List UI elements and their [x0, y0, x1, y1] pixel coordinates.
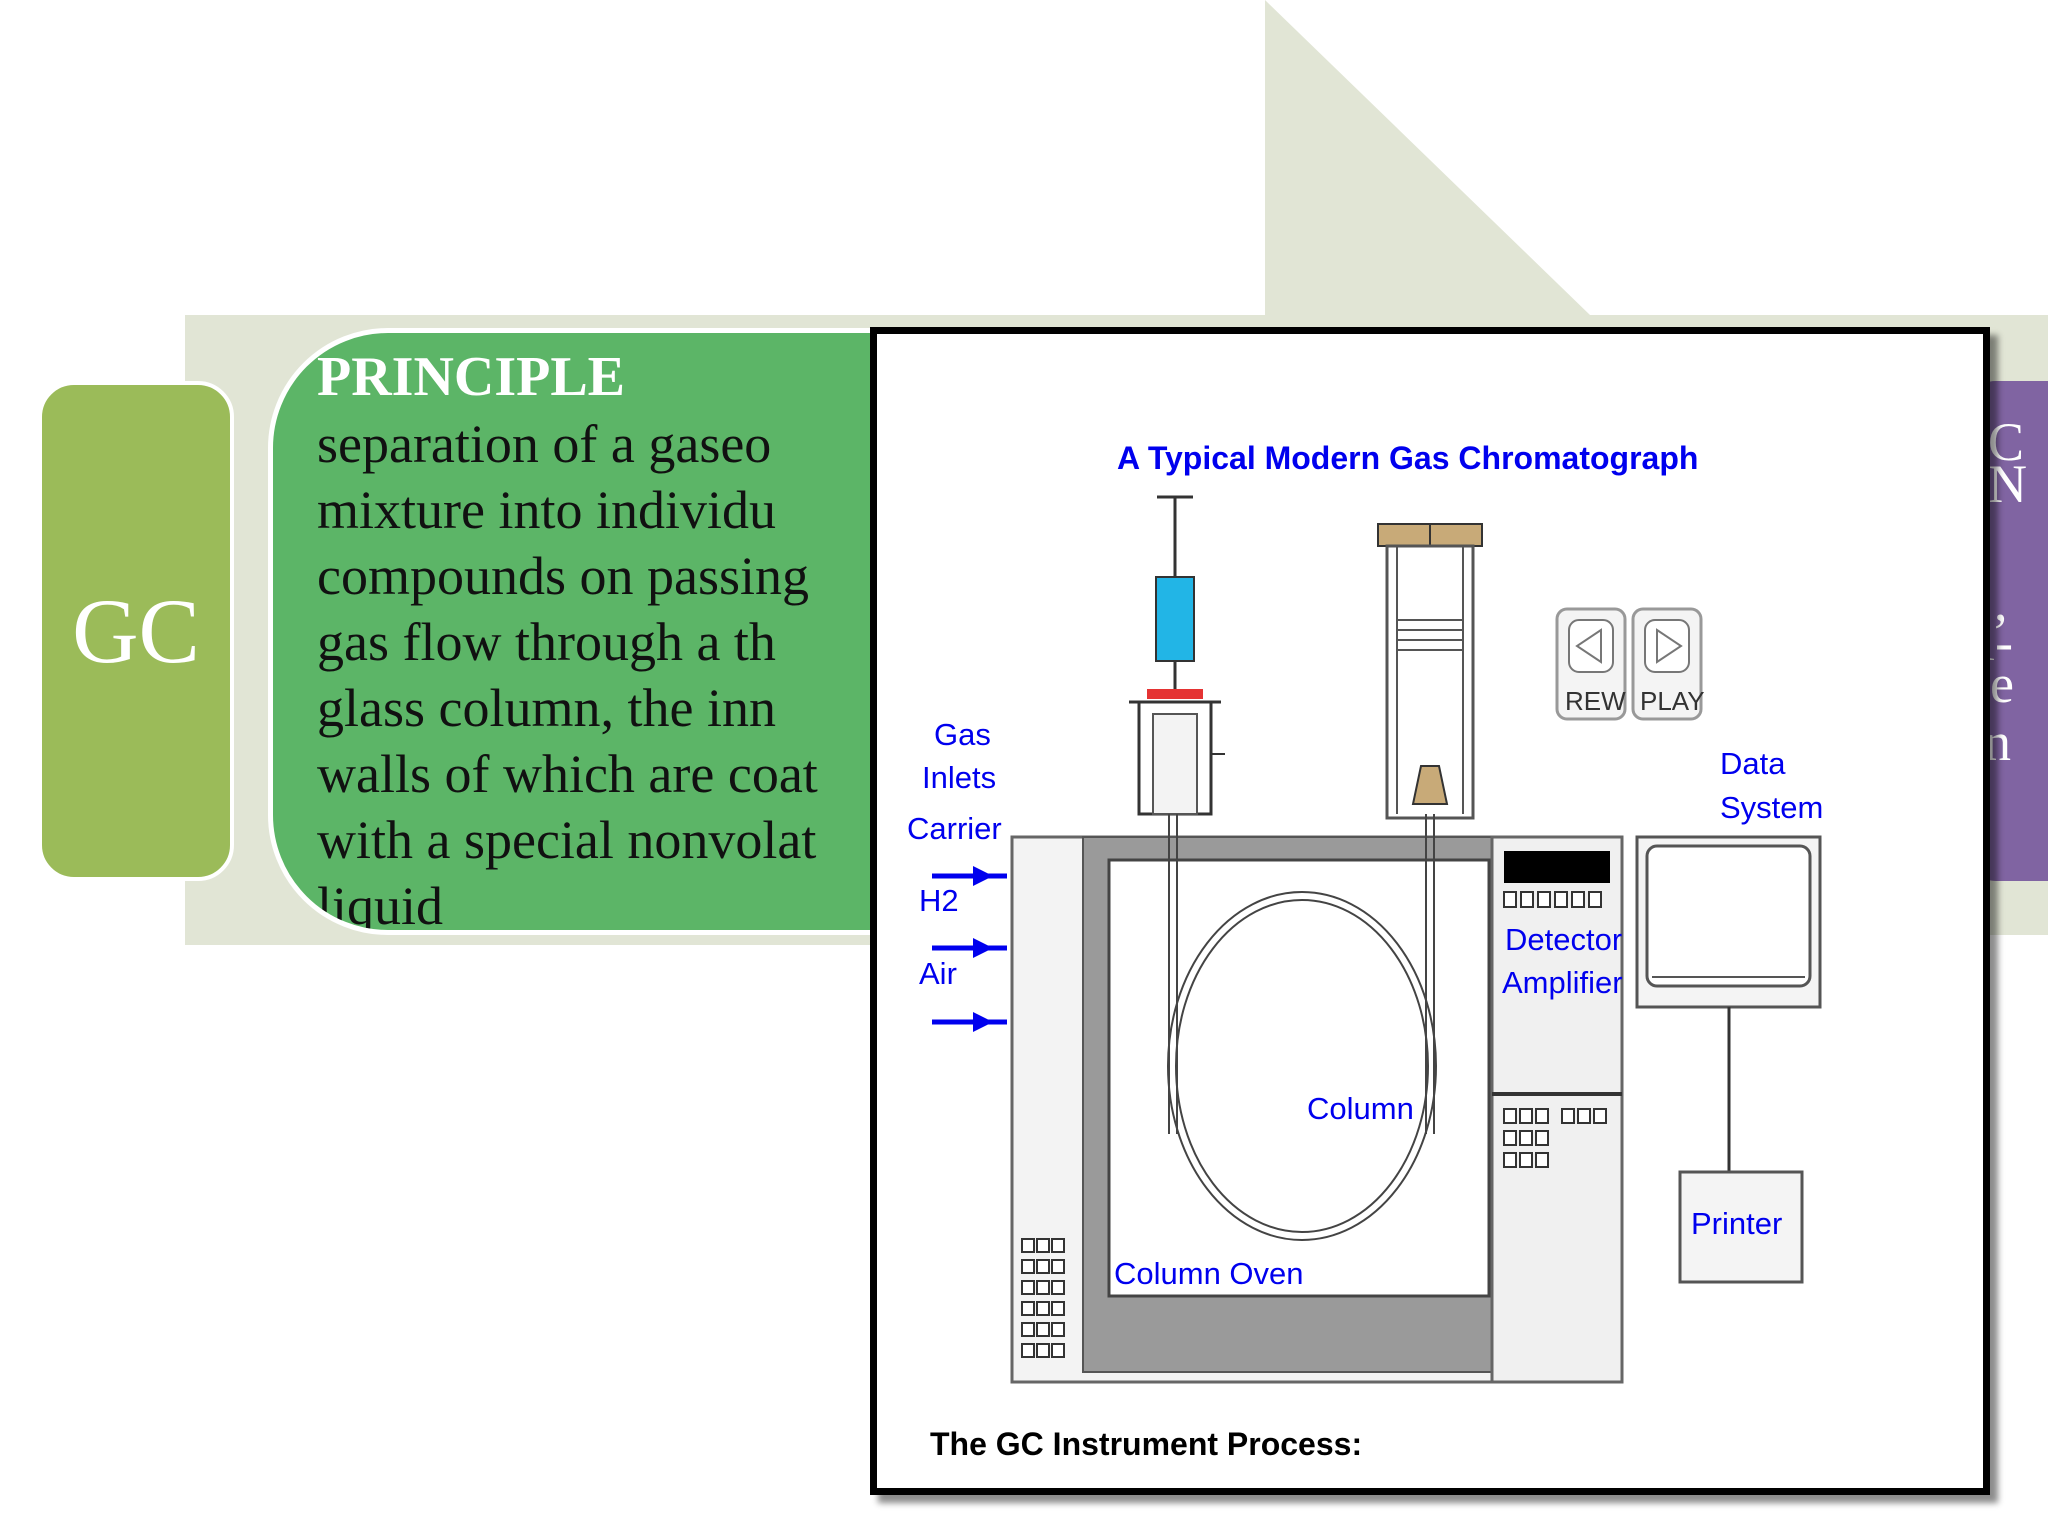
key [1537, 891, 1551, 908]
column-coil-icon [1167, 814, 1437, 1241]
column-label: Column [1307, 1091, 1414, 1126]
column-oven [1107, 858, 1491, 1298]
key [1561, 1108, 1575, 1124]
key [1021, 1301, 1035, 1316]
system-label: System [1720, 790, 1823, 825]
syringe-barrel [1155, 576, 1195, 662]
play-button[interactable]: PLAY [1631, 607, 1705, 721]
gc-tab-label: GC [72, 580, 200, 682]
detector-icon [1377, 523, 1483, 820]
carrier-label: Carrier [907, 811, 1002, 846]
key [1503, 891, 1517, 908]
right-tab-fragment: e [1990, 654, 2014, 714]
key [1021, 1259, 1035, 1274]
diagram-title: A Typical Modern Gas Chromatograph [1117, 440, 1698, 476]
key [1535, 1152, 1549, 1168]
principle-heading: PRINCIPLE [317, 346, 626, 408]
printer-icon [1678, 1170, 1804, 1284]
gc-tab: GC [38, 381, 234, 881]
air-arrow-icon [932, 1012, 1007, 1032]
amplifier-label: Amplifier [1502, 965, 1623, 1000]
column-oven-label: Column Oven [1114, 1256, 1304, 1291]
key [1519, 1152, 1533, 1168]
diagram-footer: The GC Instrument Process: [930, 1426, 1362, 1462]
detector-display [1504, 851, 1610, 883]
control-keypad-icon [1503, 1108, 1607, 1168]
syringe-icon [1129, 495, 1225, 816]
gc-diagram: A Typical Modern Gas Chromatograph [907, 440, 1823, 1462]
key [1535, 1108, 1549, 1124]
principle-text: separation of a gaseo mixture into indiv… [317, 414, 818, 935]
key [1577, 1108, 1591, 1124]
key [1051, 1322, 1065, 1337]
data-label: Data [1720, 746, 1786, 781]
detector-label: Detector [1505, 922, 1622, 957]
right-tab-fragment: N [1988, 454, 2027, 514]
key [1571, 891, 1585, 908]
key [1519, 1108, 1533, 1124]
key [1051, 1280, 1065, 1295]
carrier-arrow-icon [932, 866, 1007, 886]
key [1021, 1280, 1035, 1295]
backdrop-arrow-head [1265, 0, 1590, 315]
key [1503, 1152, 1517, 1168]
right-tab-fragment: C [1988, 412, 2025, 472]
gc-diagram-panel: A Typical Modern Gas Chromatograph [870, 327, 1990, 1495]
key [1021, 1238, 1035, 1253]
key [1036, 1322, 1050, 1337]
septum [1147, 689, 1203, 699]
rew-label: REW [1565, 686, 1626, 716]
key [1036, 1301, 1050, 1316]
key [1554, 891, 1568, 908]
key [1503, 1130, 1517, 1146]
printer-label: Printer [1691, 1206, 1782, 1241]
right-tab-fragment: , [1994, 572, 2008, 632]
key [1036, 1238, 1050, 1253]
play-label: PLAY [1640, 686, 1705, 716]
key [1520, 891, 1534, 908]
key [1051, 1238, 1065, 1253]
key [1588, 891, 1602, 908]
monitor-icon [1635, 835, 1822, 1009]
inlets-label: Inlets [922, 760, 996, 795]
rew-button[interactable]: REW [1555, 607, 1627, 721]
key [1519, 1130, 1533, 1146]
key [1503, 1108, 1517, 1124]
key [1051, 1259, 1065, 1274]
gas-label: Gas [934, 717, 991, 752]
key [1021, 1343, 1035, 1358]
key [1593, 1108, 1607, 1124]
key [1535, 1130, 1549, 1146]
key [1051, 1343, 1065, 1358]
principle-panel: PRINCIPLE separation of a gaseo mixture … [268, 328, 968, 935]
key [1036, 1259, 1050, 1274]
key [1036, 1280, 1050, 1295]
detector-keys-icon [1503, 891, 1602, 908]
h2-label: H2 [919, 883, 959, 918]
keypad-icon [1021, 1238, 1065, 1358]
air-label: Air [919, 956, 957, 991]
key [1036, 1343, 1050, 1358]
key [1051, 1301, 1065, 1316]
h2-arrow-icon [932, 938, 1007, 958]
key [1021, 1322, 1035, 1337]
